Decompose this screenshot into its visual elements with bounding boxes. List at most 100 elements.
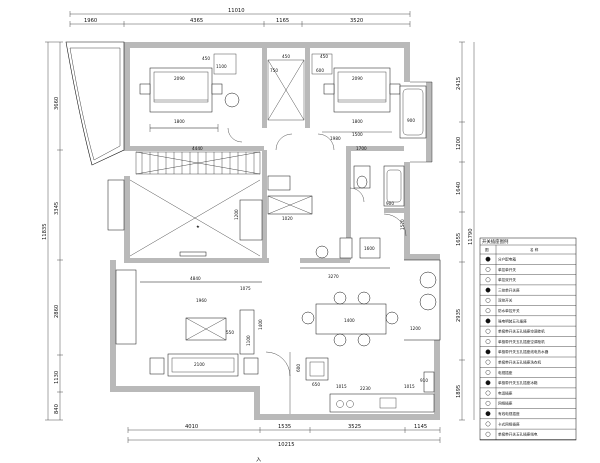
- legend-rows: 分户配电箱单控单开关单控双开关三控单开关座双控开关防水单控开关强电明装五孔插座单…: [480, 256, 576, 440]
- top-dimensions: 11010 1960 4365 1165 3520: [69, 8, 411, 27]
- sofa-depth: 1100: [246, 335, 251, 346]
- legend-symbol-icon: [485, 390, 491, 396]
- dim-right-outer: 11790: [468, 228, 474, 245]
- right-dimensions: 2415 1200 1640 1655 2935 1895 11790: [456, 41, 475, 421]
- shower-width: 900: [386, 201, 394, 206]
- legend-symbol-icon: [485, 339, 491, 344]
- fridge-width: 650: [312, 382, 320, 387]
- desk-height: 1200: [234, 209, 239, 220]
- legend-row-label: 有线电视插座: [498, 411, 520, 416]
- kitchen-b: 910: [420, 378, 428, 383]
- side-a: 1960: [196, 298, 207, 303]
- legend-row-label: 强电明装五孔插座: [498, 318, 527, 323]
- legend-title: 开关插座图例: [482, 238, 509, 245]
- legend-symbol-icon: [485, 400, 491, 406]
- bed-2-depth: 1800: [352, 119, 363, 124]
- bottom-dimensions: 4010 1535 3525 1145 10215 入: [127, 424, 441, 463]
- shower-1: [383, 165, 405, 207]
- bath-length: 1700: [356, 146, 367, 151]
- tv-cabinet: [115, 269, 137, 345]
- shower-height: 1520: [400, 219, 405, 230]
- basin-width: 1600: [364, 246, 375, 251]
- dim-bottom-seg-3: 3525: [348, 424, 361, 430]
- legend-symbol-icon: [485, 370, 491, 375]
- kitchen-d: 1015: [336, 384, 347, 389]
- bed-2: [333, 67, 391, 113]
- dim-bottom-seg-2: 1535: [278, 424, 291, 430]
- doors: [227, 127, 365, 203]
- desk-width: 1020: [282, 216, 293, 221]
- legend-row-label: 电话插座: [498, 390, 513, 395]
- legend-symbol-icon: [485, 308, 491, 314]
- bedroom-2: 2090 1800 1980 900: [311, 53, 427, 141]
- bed-1-depth: 1800: [174, 119, 185, 124]
- legend-row-label: 双控开关: [498, 298, 513, 303]
- bed-1: [149, 67, 213, 113]
- dim-bottom-seg-1: 4010: [185, 424, 198, 430]
- dining-width: 1400: [344, 318, 355, 323]
- sofa-side: 1400: [258, 319, 263, 330]
- dim-right-seg-1: 2415: [456, 77, 462, 90]
- sofa-width: 2100: [194, 362, 205, 367]
- legend-row-label: 电视插座: [498, 370, 513, 375]
- legend-symbol-icon: [485, 411, 491, 417]
- dim-top-total: 11010: [228, 8, 245, 14]
- dining-table: [315, 303, 387, 335]
- entrance-note: 入: [256, 457, 261, 463]
- coffee-width: 550: [226, 330, 234, 335]
- legend-row-label: 分户配电箱: [498, 256, 516, 261]
- wardrobe-f: 450: [320, 54, 328, 59]
- bathrooms: 900 1700 1500 1600 1520: [315, 132, 407, 259]
- wardrobe-b: 1100: [216, 64, 227, 69]
- dim-left-outer: 11835: [42, 223, 48, 240]
- cabinet-long: 4440: [192, 146, 203, 151]
- left-dimensions: 11835 3660 3345 2860 1130 840: [42, 41, 63, 421]
- dining-area: 3270 1400 900 1200: [300, 267, 437, 347]
- bedroom-1: 2090 1800 450 1100: [139, 53, 240, 132]
- legend-symbol-icon: [485, 328, 491, 334]
- legend-row-label: 单极带开关五孔插座线电: [498, 432, 538, 437]
- legend-row-label: 单极带开关五孔插座冰箱: [498, 380, 538, 385]
- bath-second: 1500: [352, 132, 363, 137]
- dim-bottom-total: 10215: [278, 442, 295, 448]
- toilet-2: [315, 245, 329, 259]
- wardrobe-d: 750: [270, 68, 278, 73]
- dim-top-seg-3: 1165: [276, 18, 289, 24]
- chair-icon: [224, 92, 240, 108]
- legend-symbol-icon: [485, 380, 491, 386]
- dim-right-seg-2: 1200: [456, 137, 462, 150]
- legend-row-label: 单极带开关五孔插座空调挂机: [498, 329, 545, 334]
- kitchen: 650 2230 910 600 1015 1015: [265, 351, 435, 414]
- corridor-cabinet: 4440 ★ 1200 1020: [129, 146, 313, 257]
- sofa: [167, 353, 239, 377]
- dim-bottom-seg-4: 1145: [414, 424, 427, 430]
- legend-row-label: 单控单开关: [498, 267, 516, 272]
- legend-row-label: 卡式网络插座: [498, 421, 520, 426]
- legend-symbol-icon: [485, 256, 491, 262]
- legend-col-name: 名 称: [530, 247, 539, 252]
- dim-right-seg-6: 1895: [456, 385, 462, 398]
- legend-symbol-icon: [485, 297, 491, 303]
- bed-2-width: 2090: [352, 76, 363, 81]
- bathtub-1: [399, 85, 427, 139]
- tv-depth: 1075: [240, 286, 251, 291]
- legend-row-label: 单极带开关五孔插座洗衣机: [498, 359, 542, 364]
- wardrobe-a: 450: [202, 56, 210, 61]
- tv-width: 4840: [190, 276, 201, 281]
- walls: [65, 41, 441, 420]
- wardrobe-g: 1980: [330, 136, 341, 141]
- kitchen-a: 2230: [360, 386, 371, 391]
- legend-symbol-icon: [485, 421, 491, 427]
- bath-width: 900: [407, 118, 415, 123]
- dim-left-seg-4: 1130: [54, 371, 60, 384]
- legend-symbol-icon: [485, 349, 491, 355]
- dim-top-seg-4: 3520: [350, 18, 363, 24]
- legend-col-symbol: 图: [485, 248, 489, 252]
- legend-symbol-icon: [485, 318, 491, 324]
- legend-row-label: 防水单控开关: [498, 308, 520, 313]
- dim-left-seg-3: 2860: [54, 305, 60, 318]
- kitchen-e: 1015: [404, 384, 415, 389]
- bed-1-width: 2090: [174, 76, 185, 81]
